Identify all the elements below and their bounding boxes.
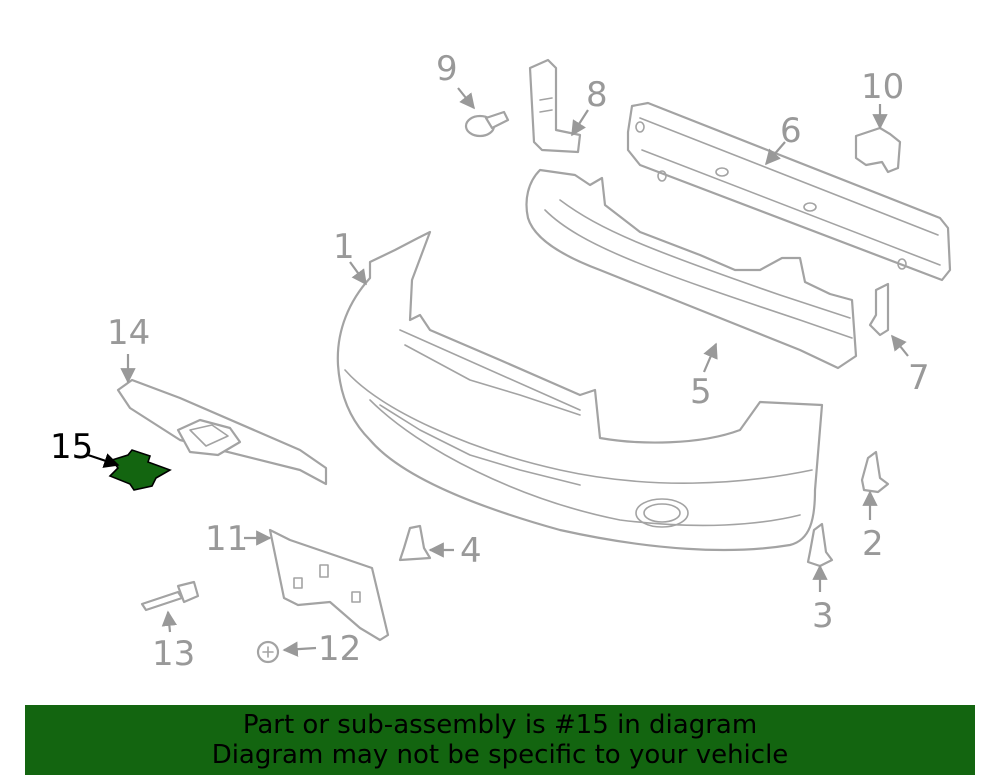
callout-labels: 1 2 3 4 5 6 7 8 9 10 11 12 13 14 15 [50, 49, 930, 674]
callout-arrows [87, 87, 909, 657]
callout-5[interactable]: 5 [690, 372, 712, 412]
part-11-license-bracket[interactable] [268, 528, 390, 642]
callout-4[interactable]: 4 [460, 531, 482, 571]
part-4-nut[interactable] [398, 524, 432, 562]
part-12-screw[interactable] [256, 640, 280, 664]
part-8-bracket[interactable] [528, 58, 582, 154]
callout-13[interactable]: 13 [152, 634, 195, 674]
parts-diagram: 1 2 3 4 5 6 7 8 9 10 11 12 13 14 15 [50, 49, 952, 674]
callout-1[interactable]: 1 [333, 227, 355, 267]
part-9-push-pin[interactable] [464, 110, 510, 138]
callout-11[interactable]: 11 [205, 519, 248, 559]
part-14-grille[interactable] [116, 378, 328, 486]
callout-6[interactable]: 6 [780, 111, 802, 151]
callout-9[interactable]: 9 [436, 49, 458, 89]
part-15-emblem[interactable] [108, 449, 172, 491]
part-7-bracket[interactable] [868, 282, 890, 337]
banner-line-1: Part or sub-assembly is #15 in diagram [242, 710, 758, 740]
part-1-bumper-cover[interactable] [336, 230, 824, 552]
callout-15[interactable]: 15 [50, 427, 93, 467]
part-2-bolt[interactable] [860, 450, 890, 494]
callout-8[interactable]: 8 [586, 75, 608, 115]
callout-2[interactable]: 2 [862, 524, 884, 564]
callout-10[interactable]: 10 [861, 67, 904, 107]
callout-12[interactable]: 12 [318, 629, 361, 669]
part-3-bolt[interactable] [806, 522, 834, 568]
callout-7[interactable]: 7 [908, 358, 930, 398]
callout-3[interactable]: 3 [812, 596, 834, 636]
callout-14[interactable]: 14 [107, 313, 150, 353]
info-banner: Part or sub-assembly is #15 in diagram D… [25, 705, 975, 775]
banner-line-2: Diagram may not be specific to your vehi… [211, 740, 789, 770]
part-5-energy-absorber[interactable] [525, 168, 858, 370]
part-6-impact-bar[interactable] [626, 101, 952, 282]
part-13-rivet[interactable] [140, 580, 200, 612]
part-10-clip[interactable] [854, 126, 902, 174]
